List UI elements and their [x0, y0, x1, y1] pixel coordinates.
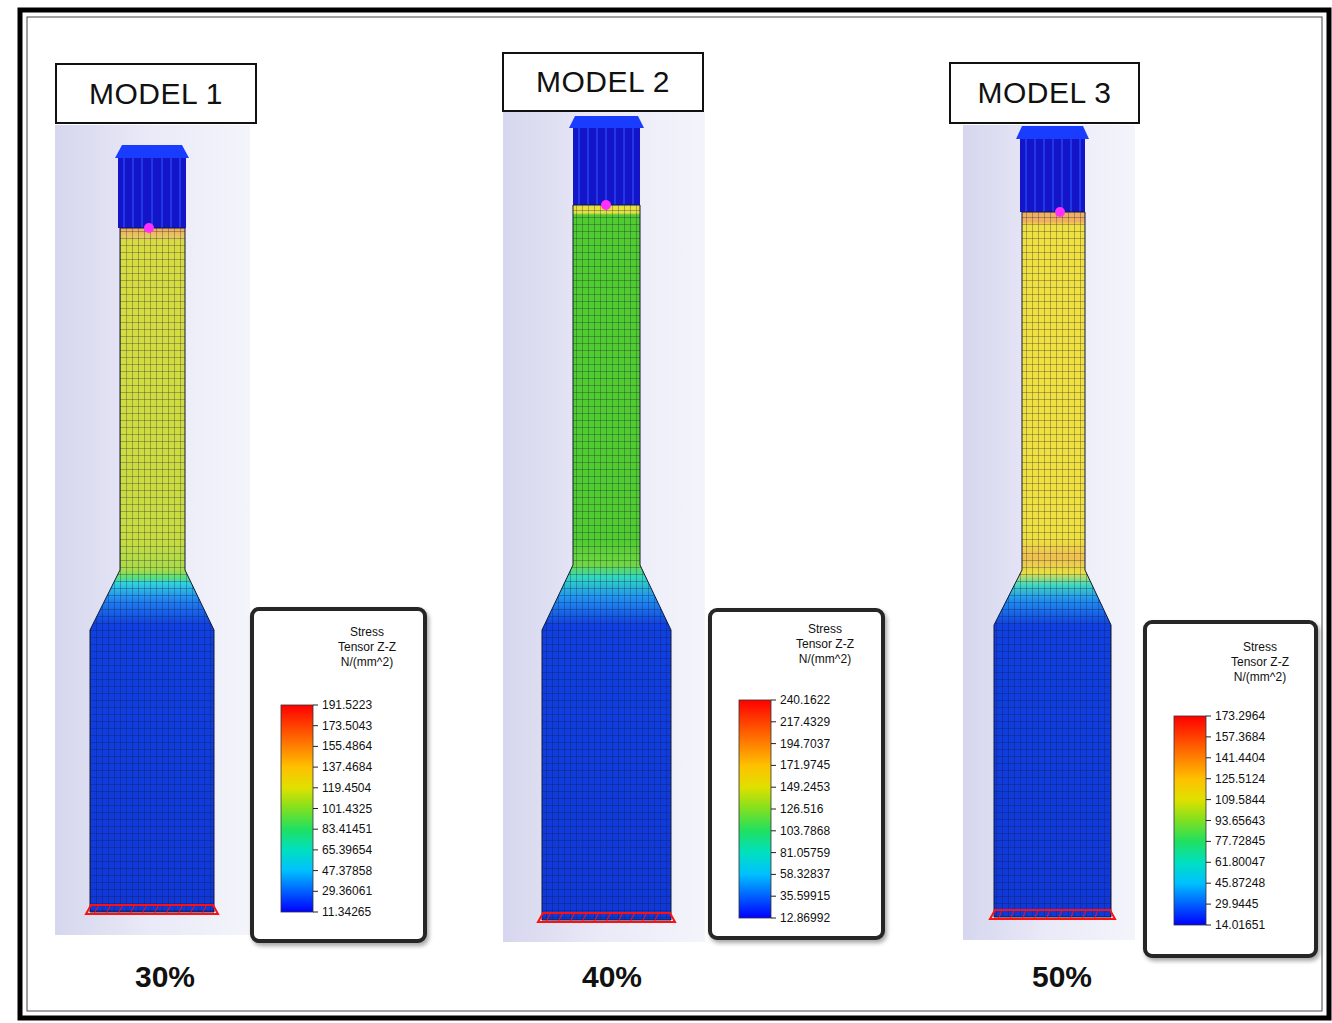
scale-value: 65.39654 — [322, 843, 372, 857]
scale-value: 109.5844 — [1215, 793, 1265, 807]
scale-value: 45.87248 — [1215, 876, 1265, 890]
scale-tick — [1206, 925, 1211, 926]
scale-tick — [771, 830, 776, 831]
model-label-box: MODEL 3 — [949, 62, 1140, 124]
scale-tick — [771, 809, 776, 810]
scale-value: 155.4864 — [322, 739, 372, 753]
scale-tick — [313, 870, 318, 871]
scale-tick — [771, 765, 776, 766]
scale-value: 47.37858 — [322, 864, 372, 878]
scale-tick — [313, 808, 318, 809]
legend-panel: Stress Tensor Z-Z N/(mm^2) 240.1622 217.43… — [708, 608, 885, 940]
model-label-box: MODEL 2 — [502, 52, 704, 112]
color-scale — [739, 700, 771, 918]
scale-tick — [313, 849, 318, 850]
model-name: MODEL 3 — [977, 76, 1111, 110]
scale-value: 173.2964 — [1215, 709, 1265, 723]
scale-tick — [313, 725, 318, 726]
scale-tick — [313, 891, 318, 892]
scale-tick — [771, 721, 776, 722]
scale-tick — [771, 874, 776, 875]
scale-value: 61.80047 — [1215, 855, 1265, 869]
color-scale — [1174, 716, 1206, 925]
scale-tick — [1206, 820, 1211, 821]
scale-tick — [1206, 778, 1211, 779]
model-label-box: MODEL 1 — [55, 63, 257, 124]
scale-value: 137.4684 — [322, 760, 372, 774]
scale-tick — [313, 912, 318, 913]
scale-value: 93.65643 — [1215, 814, 1265, 828]
scale-tick — [1206, 883, 1211, 884]
scale-tick — [313, 767, 318, 768]
scale-tick — [771, 918, 776, 919]
scale-value: 11.34265 — [322, 905, 371, 919]
scale-value: 194.7037 — [780, 737, 830, 751]
scale-tick — [771, 896, 776, 897]
scale-value: 35.59915 — [780, 889, 830, 903]
scale-tick — [771, 743, 776, 744]
scale-value: 101.4325 — [322, 802, 372, 816]
scale-tick — [1206, 736, 1211, 737]
scale-value: 14.01651 — [1215, 918, 1265, 932]
scale-value: 12.86992 — [780, 911, 830, 925]
legend-heading: Stress Tensor Z-Z N/(mm^2) — [334, 625, 400, 670]
legend-heading: Stress Tensor Z-Z N/(mm^2) — [792, 622, 858, 667]
scale-tick — [313, 829, 318, 830]
scale-value: 103.7868 — [780, 824, 830, 838]
scale-tick — [771, 852, 776, 853]
scale-value: 81.05759 — [780, 846, 830, 860]
scale-tick — [1206, 757, 1211, 758]
percentage-label: 50% — [1032, 960, 1092, 994]
scale-tick — [1206, 716, 1211, 717]
legend-heading: Stress Tensor Z-Z N/(mm^2) — [1227, 640, 1293, 685]
scale-tick — [771, 700, 776, 701]
specimen-model — [963, 125, 1135, 940]
scale-value: 58.32837 — [780, 867, 830, 881]
legend-panel: Stress Tensor Z-Z N/(mm^2) 191.5223 173.50… — [250, 607, 427, 943]
scale-tick — [313, 746, 318, 747]
scale-tick — [1206, 799, 1211, 800]
color-scale — [281, 705, 313, 912]
scale-value: 141.4404 — [1215, 751, 1265, 765]
specimen-model — [503, 112, 705, 942]
scale-tick — [313, 705, 318, 706]
model-name: MODEL 1 — [89, 77, 223, 111]
scale-value: 240.1622 — [780, 693, 830, 707]
legend-panel: Stress Tensor Z-Z N/(mm^2) 173.2964 157.36… — [1143, 620, 1318, 958]
scale-tick — [1206, 841, 1211, 842]
model-name: MODEL 2 — [536, 65, 670, 99]
scale-value: 126.516 — [780, 802, 823, 816]
specimen-model — [55, 125, 250, 935]
scale-value: 29.9445 — [1215, 897, 1258, 911]
scale-value: 191.5223 — [322, 698, 372, 712]
scale-value: 173.5043 — [322, 719, 372, 733]
percentage-label: 30% — [135, 960, 195, 994]
scale-tick — [1206, 862, 1211, 863]
frame-inner — [27, 17, 1322, 1011]
scale-value: 77.72845 — [1215, 834, 1265, 848]
frame — [20, 10, 1329, 1018]
scale-value: 149.2453 — [780, 780, 830, 794]
scale-tick — [313, 787, 318, 788]
scale-value: 217.4329 — [780, 715, 830, 729]
percentage-label: 40% — [582, 960, 642, 994]
scale-value: 157.3684 — [1215, 730, 1265, 744]
scale-value: 29.36061 — [322, 884, 372, 898]
scale-value: 125.5124 — [1215, 772, 1265, 786]
scale-value: 119.4504 — [322, 781, 371, 795]
scale-tick — [1206, 904, 1211, 905]
scale-value: 83.41451 — [322, 822, 372, 836]
scale-tick — [771, 787, 776, 788]
scale-value: 171.9745 — [780, 758, 830, 772]
